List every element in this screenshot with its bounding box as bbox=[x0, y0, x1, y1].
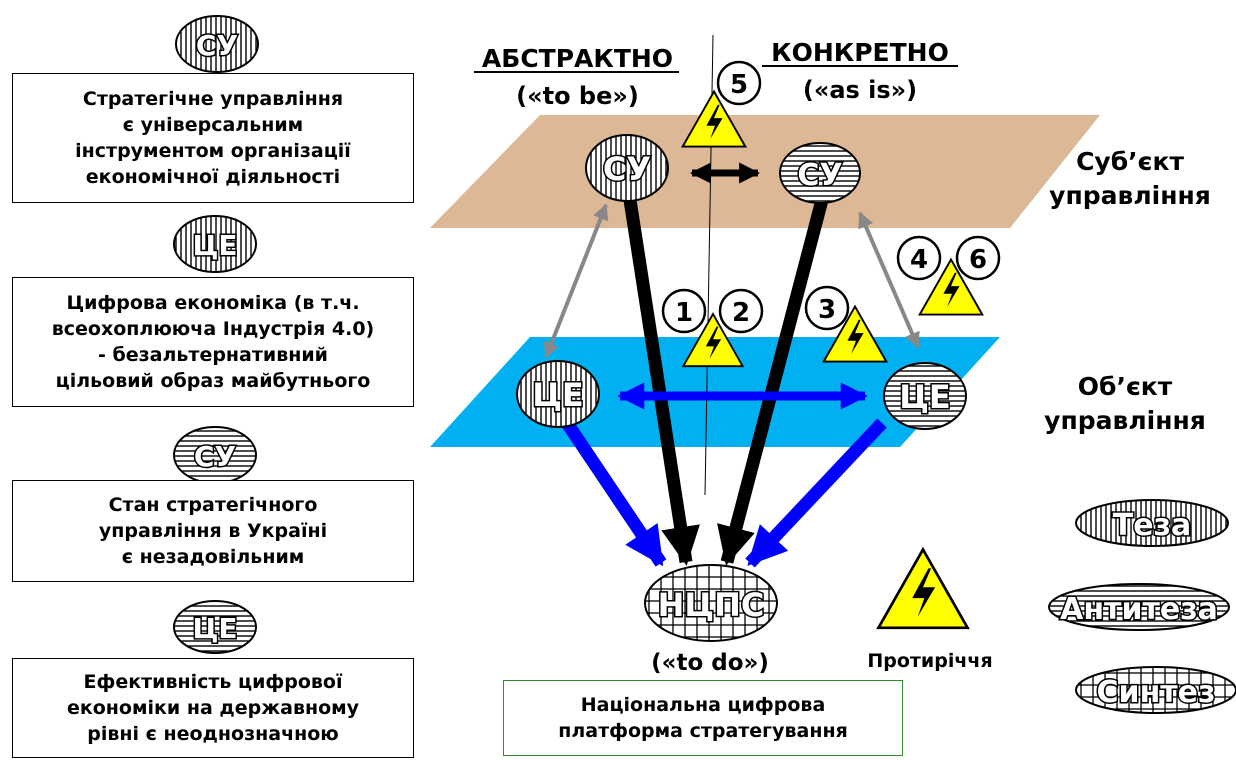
gray-arrow-right bbox=[858, 211, 920, 349]
node-su-left: СУ bbox=[585, 134, 669, 202]
svg-text:2: 2 bbox=[732, 298, 750, 328]
statement-box-3: Стан стратегічного управління в Україні … bbox=[12, 480, 414, 582]
statement-box-4: Ефективність цифрової економіки на держа… bbox=[12, 658, 414, 758]
svg-text:5: 5 bbox=[730, 70, 748, 100]
number-badge-4: 4 bbox=[896, 235, 942, 281]
svg-text:6: 6 bbox=[969, 245, 987, 275]
number-badge-1: 1 bbox=[661, 288, 707, 334]
tag-ce-2: ЦЕ bbox=[173, 600, 257, 654]
blue-arrow-right bbox=[745, 418, 887, 568]
svg-text:СУ: СУ bbox=[194, 440, 236, 473]
number-badge-3: 3 bbox=[804, 285, 850, 331]
node-su-right-label: СУ bbox=[797, 158, 842, 193]
platform-box: Національна цифрова платформа стратегува… bbox=[503, 680, 903, 756]
number-badge-5: 5 bbox=[716, 60, 762, 106]
tag-su-2: СУ bbox=[173, 426, 257, 484]
node-ncps-label: НЦПС bbox=[658, 586, 765, 624]
number-badge-6: 6 bbox=[955, 235, 1001, 281]
black-arrow-right bbox=[717, 198, 829, 566]
node-ce-left: ЦЕ bbox=[516, 360, 600, 428]
svg-text:Синтез: Синтез bbox=[1097, 675, 1216, 710]
legend-synthesis: Синтез bbox=[1075, 666, 1236, 714]
blue-arrow-left bbox=[559, 416, 667, 567]
statement-box-2: Цифрова економіка (в т.ч. всеохоплююча І… bbox=[12, 277, 414, 407]
svg-text:Антитеза: Антитеза bbox=[1060, 592, 1218, 627]
node-su-left-label: СУ bbox=[603, 150, 651, 188]
node-ncps: НЦПС bbox=[644, 564, 778, 642]
svg-text:3: 3 bbox=[818, 295, 836, 325]
subject-plane bbox=[430, 115, 1100, 228]
svg-text:4: 4 bbox=[910, 245, 928, 275]
tag-su-1: СУ bbox=[175, 15, 259, 73]
svg-text:1: 1 bbox=[675, 298, 693, 328]
todo-label: («to do») bbox=[651, 650, 769, 676]
svg-text:ЦЕ: ЦЕ bbox=[192, 612, 237, 645]
gray-arrow-left bbox=[543, 203, 609, 359]
legend-thesis: Теза bbox=[1075, 499, 1229, 547]
statement-box-1: Стратегічне управління є універсальним і… bbox=[12, 73, 414, 203]
svg-text:ЦЕ: ЦЕ bbox=[192, 229, 237, 262]
legend-antithesis: Антитеза bbox=[1048, 583, 1230, 631]
svg-text:СУ: СУ bbox=[196, 29, 238, 62]
black-arrow-left bbox=[623, 199, 700, 566]
concrete-sub-label: («as is») bbox=[802, 76, 918, 104]
concrete-label: КОНКРЕТНО bbox=[771, 38, 949, 67]
abstract-label: АБСТРАКТНО bbox=[481, 44, 674, 73]
node-su-right: СУ bbox=[779, 142, 861, 204]
node-ce-left-label: ЦЕ bbox=[532, 376, 584, 414]
svg-text:Теза: Теза bbox=[1113, 508, 1192, 543]
tag-ce-1: ЦЕ bbox=[173, 215, 257, 273]
number-badge-2: 2 bbox=[718, 288, 764, 334]
object-plane-label: Об’єкт управління bbox=[1044, 372, 1206, 435]
warning-icon-legend bbox=[877, 548, 969, 630]
node-ce-right-label: ЦЕ bbox=[899, 378, 951, 416]
subject-plane-label: Суб’єкт управління bbox=[1049, 147, 1211, 210]
contradiction-legend-label: Протиріччя bbox=[867, 650, 993, 672]
abstract-sub-label: («to be») bbox=[516, 82, 639, 110]
node-ce-right: ЦЕ bbox=[883, 362, 967, 430]
